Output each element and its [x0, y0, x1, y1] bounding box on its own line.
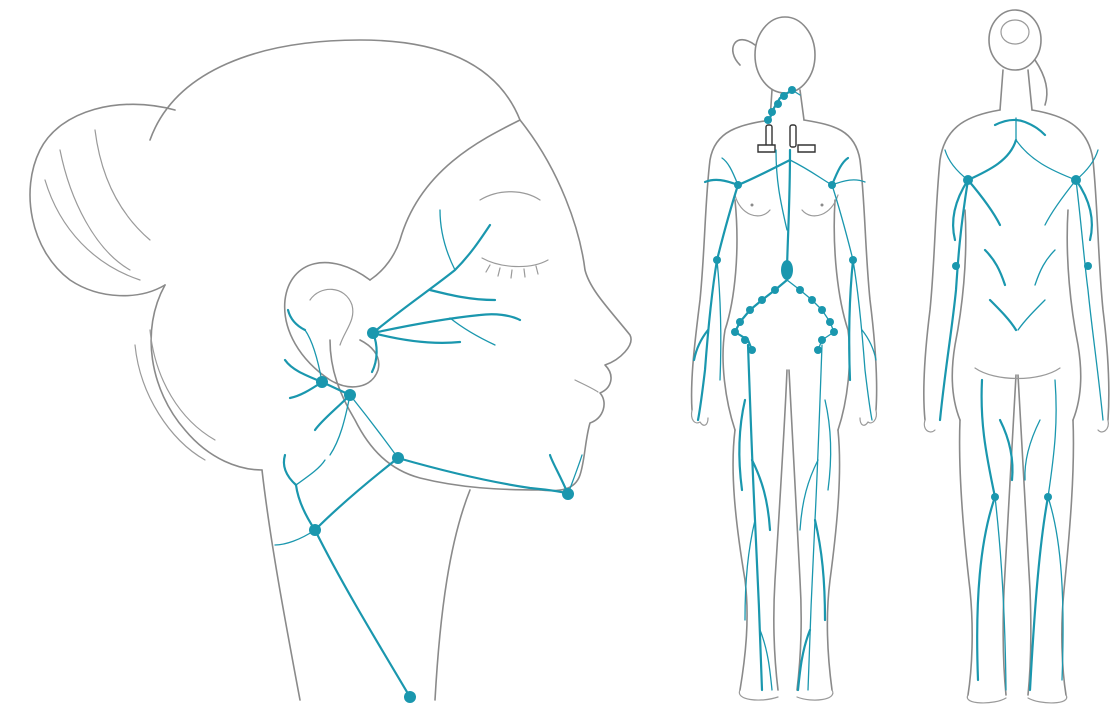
back-lymph-node	[963, 175, 973, 185]
back-lymph-node	[1071, 175, 1081, 185]
back-lymph-vessel	[1045, 180, 1076, 225]
back-lymph-vessel	[1030, 497, 1048, 690]
back-lymph-vessel	[982, 380, 995, 497]
back-lymph-node	[1044, 493, 1052, 501]
back-lymph-vessel	[1048, 380, 1056, 497]
back-lymph-node	[991, 493, 999, 501]
back-lymph-vessel	[1018, 300, 1045, 330]
back-lymph-vessel	[968, 140, 1016, 180]
back-lymph-vessel	[945, 150, 968, 180]
back-lymph-vessel	[985, 250, 1005, 285]
back-lymph-vessel	[968, 180, 1000, 225]
back-lymph-vessel	[977, 497, 995, 680]
back-lymph-vessel	[1076, 180, 1092, 240]
back-lymph-node	[952, 262, 960, 270]
back-lymph-vessel	[995, 120, 1045, 135]
back-body-outline	[924, 10, 1109, 703]
back-lymph-vessel	[990, 300, 1016, 330]
back-lymph-node	[1084, 262, 1092, 270]
back-lymph-vessel	[1048, 497, 1063, 680]
back-lymph-vessel	[1025, 420, 1040, 480]
back-lymph-vessel	[1016, 140, 1076, 180]
back-lymph-vessel	[1035, 250, 1055, 285]
